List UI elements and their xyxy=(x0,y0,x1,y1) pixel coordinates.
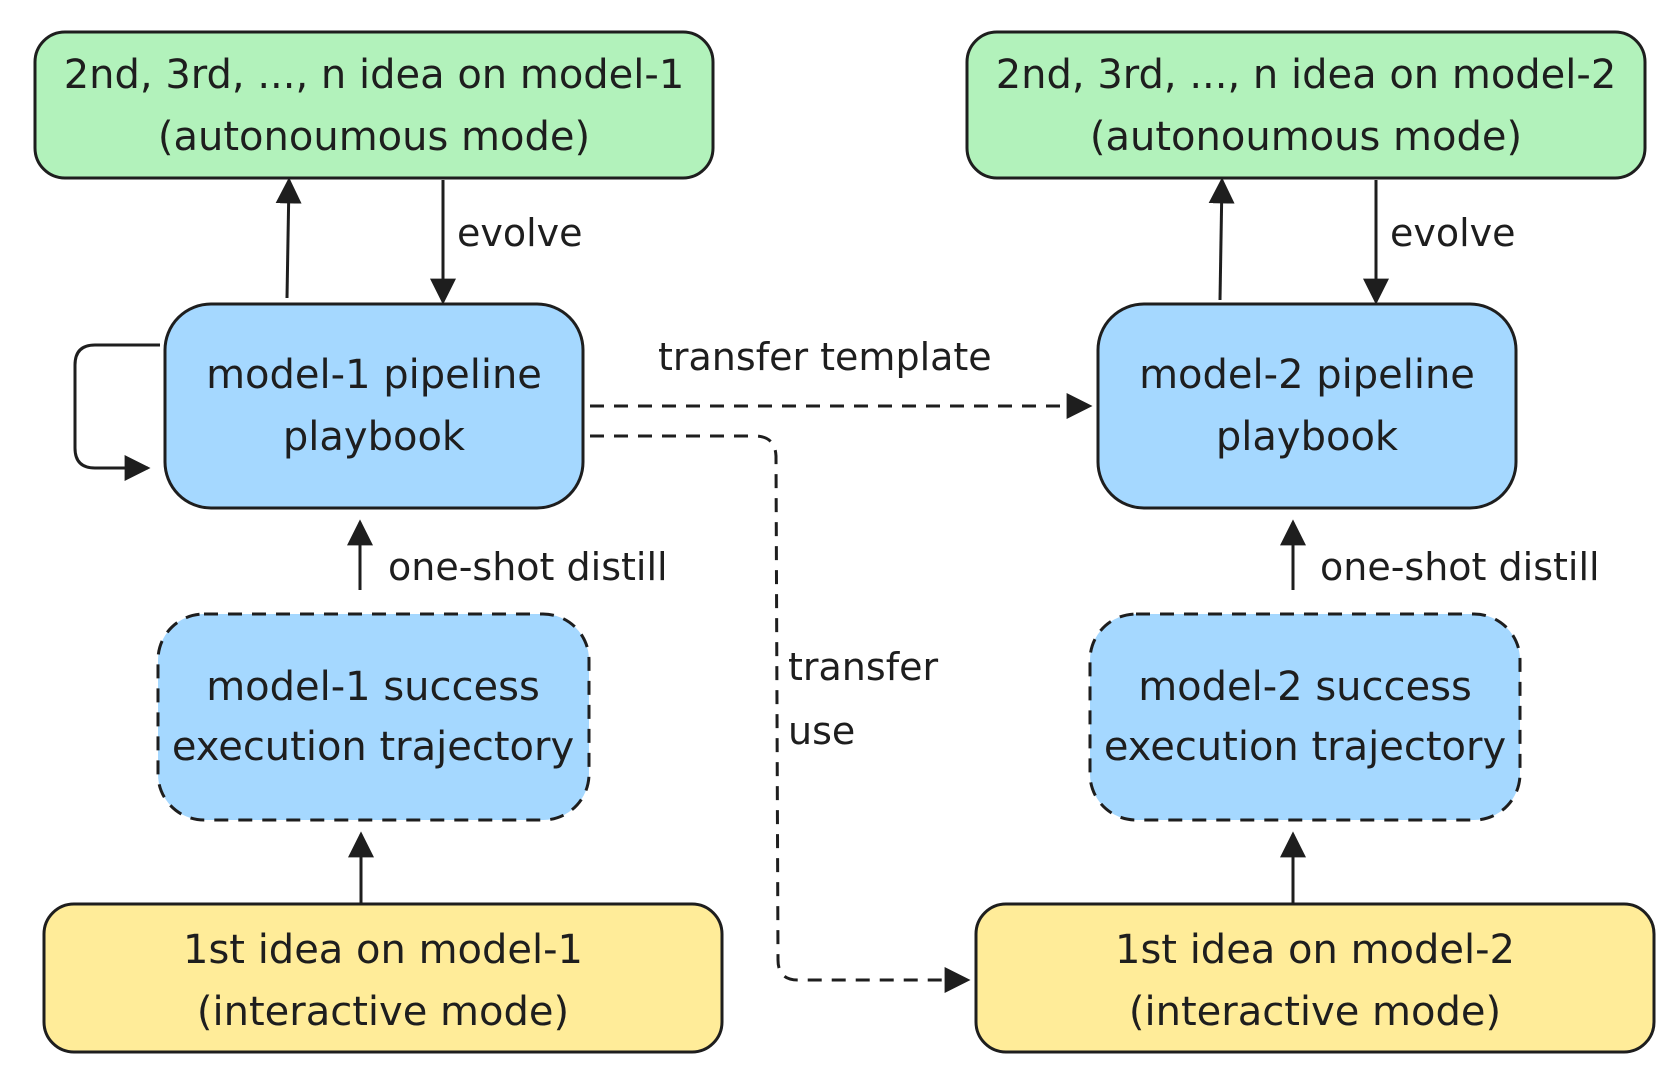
label-distill-2: one-shot distill xyxy=(1320,545,1600,589)
arrow-playbook1-to-autonomous1 xyxy=(275,177,302,299)
node-trajectory-model-2: model-2 success execution trajectory xyxy=(1088,612,1522,822)
node-interactive-model-2-line1: 1st idea on model-2 xyxy=(1115,927,1515,973)
node-interactive-model-1-line1: 1st idea on model-1 xyxy=(183,927,583,973)
arrow-playbook2-to-autonomous2 xyxy=(1208,177,1235,301)
node-trajectory-model-1: model-1 success execution trajectory xyxy=(156,612,591,822)
node-interactive-model-1: 1st idea on model-1 (interactive mode) xyxy=(42,902,724,1054)
label-transfer-use-line2: use xyxy=(788,709,855,753)
node-playbook-model-1-line2: playbook xyxy=(283,414,466,460)
node-autonomous-model-2-line2: (autonoumous mode) xyxy=(1090,114,1522,160)
node-interactive-model-2: 1st idea on model-2 (interactive mode) xyxy=(974,902,1656,1054)
node-playbook-model-2-line1: model-2 pipeline xyxy=(1139,352,1475,398)
node-playbook-model-1: model-1 pipeline playbook xyxy=(163,302,585,510)
label-evolve-2: evolve xyxy=(1390,211,1516,255)
node-trajectory-model-2-line1: model-2 success xyxy=(1138,664,1472,710)
node-playbook-model-1-line1: model-1 pipeline xyxy=(206,352,542,398)
node-autonomous-model-1-line1: 2nd, 3rd, ..., n idea on model-1 xyxy=(64,52,685,98)
label-transfer-template: transfer template xyxy=(658,335,992,379)
node-autonomous-model-2: 2nd, 3rd, ..., n idea on model-2 (autono… xyxy=(965,30,1647,180)
node-autonomous-model-1: 2nd, 3rd, ..., n idea on model-1 (autono… xyxy=(33,30,715,180)
node-trajectory-model-1-line2: execution trajectory xyxy=(172,724,574,770)
arrow-transfer-use xyxy=(590,434,971,993)
arrow-self-loop-playbook1 xyxy=(73,343,160,481)
node-interactive-model-2-line2: (interactive mode) xyxy=(1129,989,1501,1035)
node-trajectory-model-2-line2: execution trajectory xyxy=(1104,724,1506,770)
node-interactive-model-1-line2: (interactive mode) xyxy=(197,989,569,1035)
node-autonomous-model-2-line1: 2nd, 3rd, ..., n idea on model-2 xyxy=(996,52,1617,98)
label-evolve-1: evolve xyxy=(457,211,583,255)
node-trajectory-model-1-line1: model-1 success xyxy=(206,664,540,710)
node-playbook-model-2: model-2 pipeline playbook xyxy=(1096,302,1518,510)
node-autonomous-model-1-line2: (autonoumous mode) xyxy=(158,114,590,160)
label-distill-1: one-shot distill xyxy=(388,545,668,589)
node-playbook-model-2-line2: playbook xyxy=(1216,414,1399,460)
label-transfer-use-line1: transfer xyxy=(788,645,938,689)
